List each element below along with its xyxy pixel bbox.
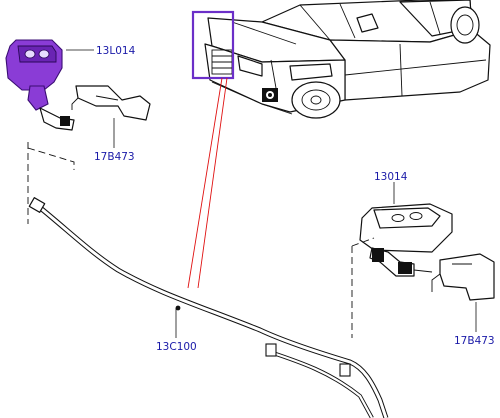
bracket-icon-right (431, 253, 495, 301)
callout-nozzle-left: 13L014 (96, 45, 136, 57)
leader-lines (66, 49, 477, 338)
guide-right (351, 237, 375, 338)
highlight-box (191, 10, 235, 80)
callout-hose: 13C100 (156, 341, 197, 353)
pointer-lines (187, 77, 228, 289)
washer-nozzle-icon (5, 39, 75, 131)
guide-left (27, 142, 75, 224)
washer-nozzle-icon-right (359, 203, 453, 277)
callout-bracket-left: 17B473 (94, 151, 135, 163)
callout-nozzle-right: 13014 (374, 171, 408, 183)
callout-bracket-right: 17B473 (454, 335, 495, 347)
bracket-icon (71, 85, 151, 121)
hose-icon (28, 197, 389, 418)
vehicle-front-icon (204, 0, 491, 119)
